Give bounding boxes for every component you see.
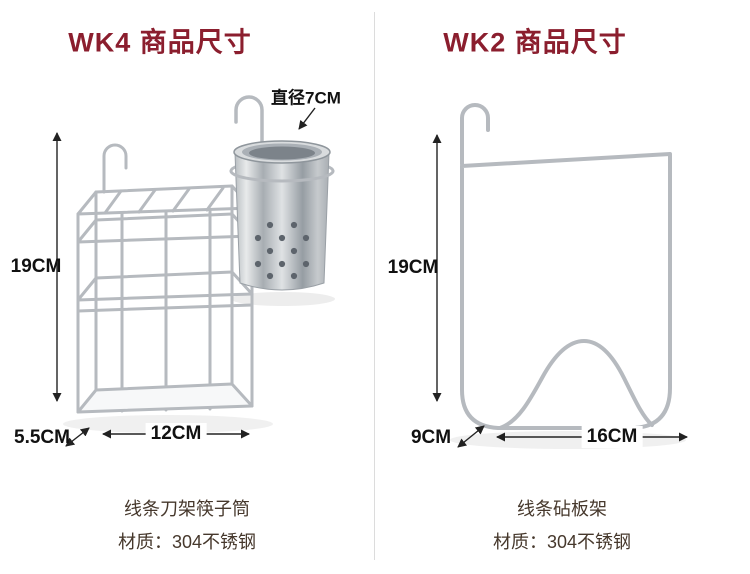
left-product-material: 材质：304不锈钢: [117, 532, 257, 552]
left-width-dimension-label: 12CM: [145, 423, 207, 445]
cup-perforations: [254, 221, 310, 280]
right-product-material: 材质：304不锈钢: [492, 532, 632, 552]
left-height-dimension-label: 19CM: [10, 256, 62, 277]
left-panel-title: WK4 商品尺寸: [68, 27, 252, 58]
cutting-board-rack-drawing: [460, 103, 672, 430]
right-height-dimension-label: 19CM: [387, 257, 439, 278]
knife-rack-drawing: [76, 143, 256, 414]
left-depth-dimension-label: 5.5CM: [14, 427, 70, 448]
chopstick-cup-drawing: [229, 95, 335, 291]
panel-divider: [374, 12, 375, 560]
diameter-dimension-label: 直径7CM: [271, 88, 341, 108]
left-product-name: 线条刀架筷子筒: [124, 499, 250, 519]
board-rack-hook: [460, 103, 490, 166]
cup-hook: [234, 95, 264, 152]
right-width-dimension-label: 16CM: [581, 426, 643, 448]
right-panel-title: WK2 商品尺寸: [443, 27, 627, 58]
right-depth-dimension-label: 9CM: [410, 427, 452, 448]
right-product-name: 线条砧板架: [517, 499, 607, 519]
rack-hook: [102, 143, 128, 194]
